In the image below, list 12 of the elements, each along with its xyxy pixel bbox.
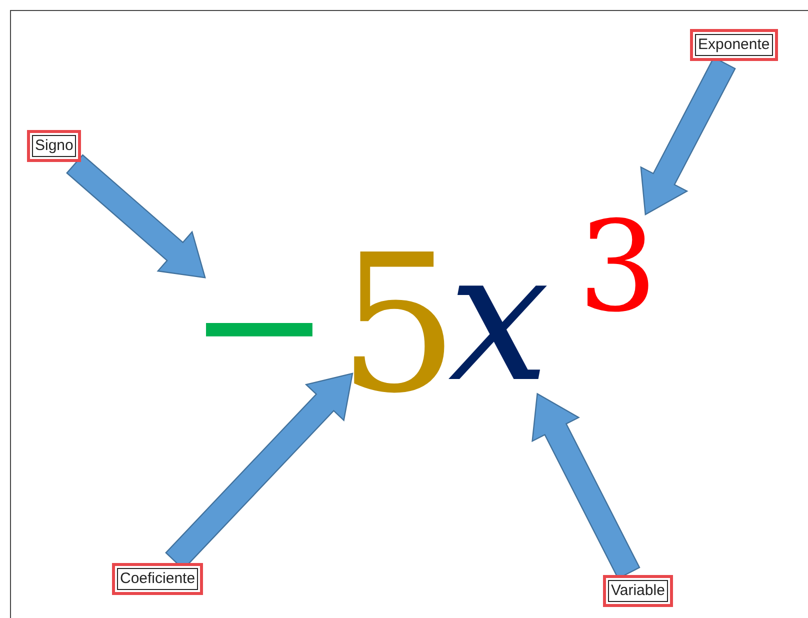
label-text: Variable bbox=[608, 580, 668, 602]
label-box bbox=[27, 130, 82, 162]
label-box bbox=[690, 29, 778, 61]
label-text: Coeficiente bbox=[117, 568, 198, 590]
label-text: Signo bbox=[32, 135, 76, 157]
math-symbol: x bbox=[448, 228, 550, 408]
label-box bbox=[112, 563, 204, 595]
label-box bbox=[603, 575, 673, 607]
math-symbol: − bbox=[188, 240, 330, 410]
label-text: Exponente bbox=[695, 34, 773, 56]
block-arrow bbox=[66, 154, 206, 278]
math-symbol: 3 bbox=[578, 205, 658, 330]
